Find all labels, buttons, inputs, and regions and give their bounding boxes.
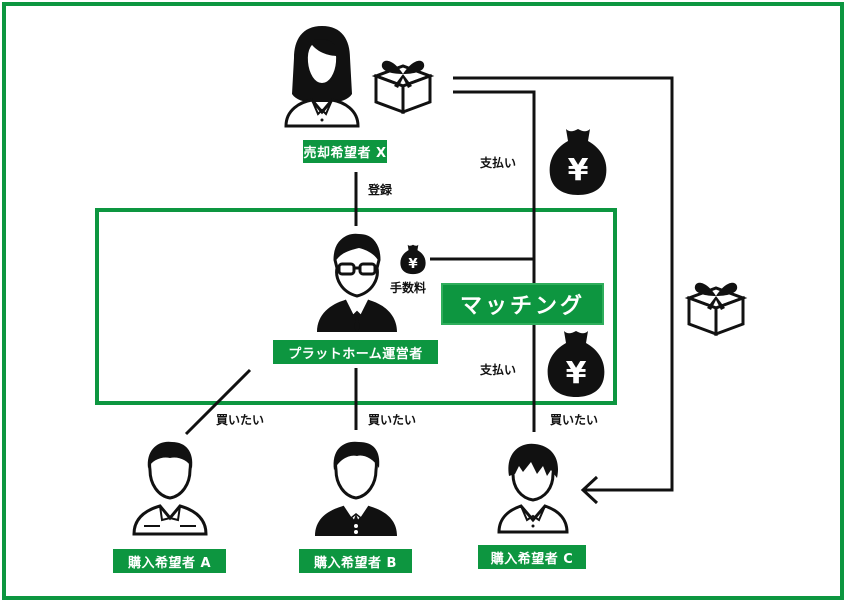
want-b-edge-label: 買いたい [368, 413, 417, 427]
seller-payment-line [453, 90, 536, 432]
payment-top-edge-label: 支払い [480, 156, 517, 170]
gift-delivery-line [453, 76, 674, 492]
money-bag-yen-icon: ¥ [549, 129, 607, 195]
buyer-b-label: 購入希望者 B [299, 549, 412, 573]
svg-text:¥: ¥ [566, 356, 587, 391]
svg-text:¥: ¥ [408, 257, 418, 272]
money-bag-yen-icon: ¥ [547, 331, 605, 397]
young-man-person-icon [497, 443, 569, 534]
platform-label: プラットホーム運営者 [273, 340, 438, 364]
man-casual-person-icon [132, 441, 208, 536]
svg-text:¥: ¥ [568, 153, 589, 188]
man-glasses-person-icon [317, 233, 397, 332]
buyer-a-label: 購入希望者 A [113, 549, 226, 573]
man-suit-person-icon [315, 441, 397, 536]
gift-box-icon [371, 60, 435, 115]
register-edge-label: 登録 [368, 183, 393, 197]
fee-label: 手数料 [390, 281, 427, 295]
gift-box-icon [684, 282, 748, 337]
seller-label: 売却希望者 X [303, 140, 387, 163]
woman-person-icon [284, 26, 360, 128]
arrow-head [580, 475, 599, 505]
matching-label: マッチング [441, 283, 604, 325]
want-c-edge-label: 買いたい [550, 413, 599, 427]
fee-money-bag-icon: ¥ [400, 244, 426, 275]
payment-bottom-edge-label: 支払い [480, 363, 517, 377]
want-a-edge-label: 買いたい [216, 413, 265, 427]
buyer-c-label: 購入希望者 C [478, 545, 586, 569]
buyer-a-line [184, 368, 252, 436]
